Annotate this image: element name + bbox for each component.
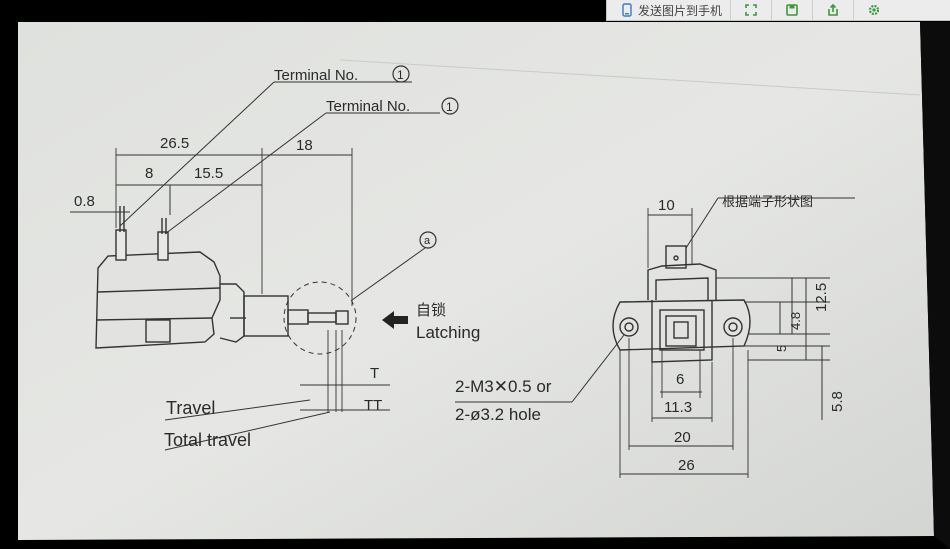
terminal-label-2: Terminal No. xyxy=(326,98,410,115)
switch-side-view xyxy=(95,148,357,412)
share-icon xyxy=(828,3,838,16)
terminal-number-1: 1 xyxy=(397,68,404,82)
dim-8: 8 xyxy=(145,165,153,182)
paper-sheet xyxy=(18,22,934,540)
expand-button[interactable] xyxy=(731,0,773,20)
terminal-number-circle-1 xyxy=(392,65,410,83)
save-button[interactable] xyxy=(772,0,814,20)
dim-5: 5 xyxy=(774,345,789,352)
terminal-label-1: Terminal No. xyxy=(274,67,358,84)
dim-12-5: 12.5 xyxy=(813,283,830,312)
terminal-number-circle-2 xyxy=(441,97,459,115)
detail-mark-circle xyxy=(419,231,437,249)
dim-0-8: 0.8 xyxy=(74,193,95,210)
send-to-phone-label: 发送图片到手机 xyxy=(638,3,723,18)
tt-label: TT xyxy=(364,397,382,414)
terminal-number-2: 1 xyxy=(446,100,453,114)
travel-label: Travel xyxy=(166,398,215,418)
share-button[interactable] xyxy=(813,0,855,20)
right-dimension-lines xyxy=(455,197,855,475)
detail-mark: a xyxy=(424,235,431,247)
t-label: T xyxy=(370,365,379,382)
dim-10: 10 xyxy=(658,197,675,214)
settings-icon xyxy=(868,4,880,16)
left-dimension-lines xyxy=(70,81,440,451)
viewer-toolbar: 发送图片到手机 xyxy=(606,0,950,21)
switch-front-view xyxy=(612,208,830,478)
dim-26: 26 xyxy=(678,457,695,474)
total-travel-label: Total travel xyxy=(164,430,251,450)
dim-18: 18 xyxy=(296,137,313,154)
phone-send-icon xyxy=(622,3,632,17)
dim-26-5: 26.5 xyxy=(160,135,189,152)
hole-note-line-2: 2-ø3.2 hole xyxy=(455,405,541,424)
settings-button[interactable] xyxy=(854,0,894,20)
dim-4-8: 4.8 xyxy=(788,312,803,330)
monitor-bezel-right xyxy=(920,22,950,549)
dim-20: 20 xyxy=(674,429,691,446)
paper-fold-line xyxy=(339,59,921,96)
dim-15-5: 15.5 xyxy=(194,165,223,182)
send-to-phone-button[interactable]: 发送图片到手机 xyxy=(607,0,732,20)
latching-cn-label: 自锁 xyxy=(416,301,446,319)
latching-arrow-icon xyxy=(382,311,408,329)
hole-note-line-1: 2-M3✕0.5 or xyxy=(455,377,552,396)
dim-11-3: 11.3 xyxy=(664,399,692,416)
terminal-shape-note: 根据端子形状图 xyxy=(722,195,813,210)
latching-en-label: Latching xyxy=(416,323,480,342)
expand-icon xyxy=(745,4,757,16)
save-icon xyxy=(786,4,798,16)
dim-5-8: 5.8 xyxy=(829,391,846,412)
dim-6: 6 xyxy=(676,371,684,388)
